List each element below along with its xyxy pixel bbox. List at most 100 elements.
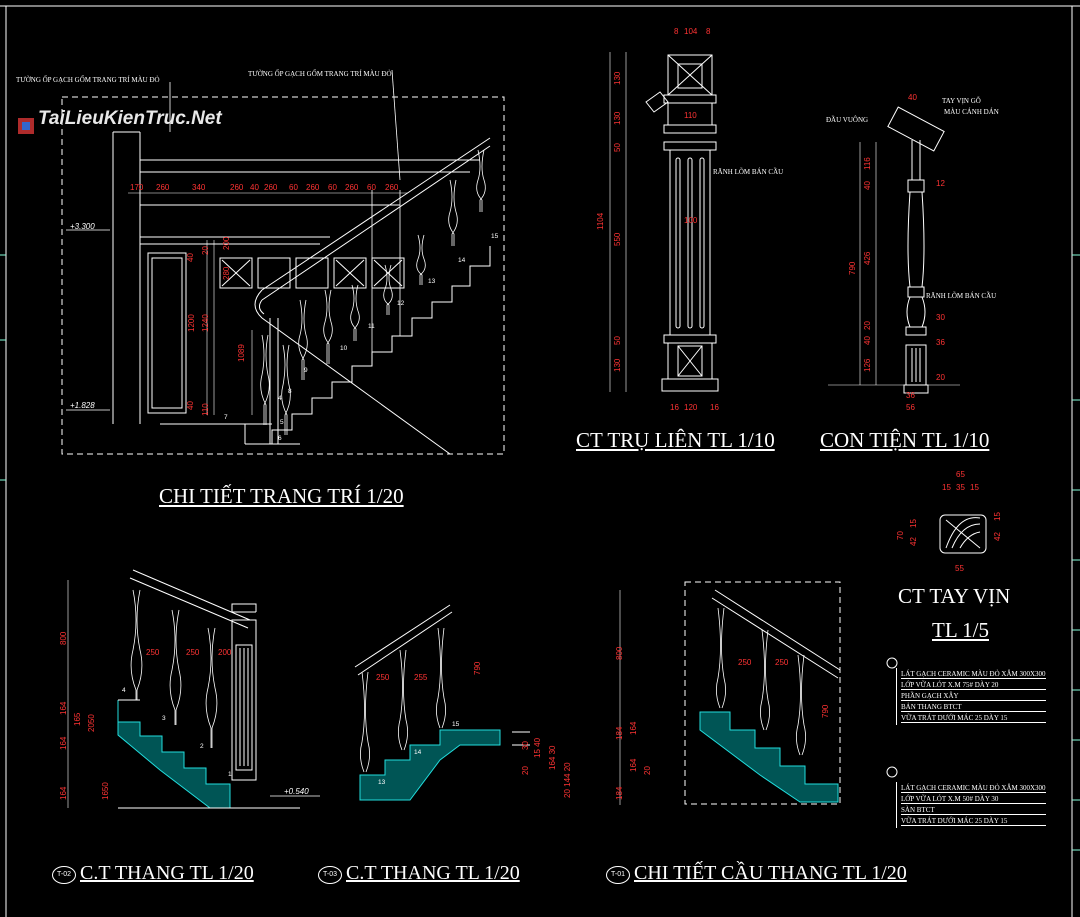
thang-section-2 — [354, 604, 530, 801]
svg-text:40: 40 — [863, 181, 872, 190]
svg-text:260: 260 — [156, 183, 170, 192]
groove-note-baluster: RÃNH LÕM BÁN CẦU — [926, 292, 997, 300]
svg-text:6: 6 — [278, 435, 282, 442]
svg-text:20 144 20: 20 144 20 — [563, 762, 572, 798]
legend-1-line: LÁT GẠCH CERAMIC MÀU ĐỎ XẪM 300X300 — [901, 670, 1046, 679]
svg-text:13: 13 — [428, 278, 436, 285]
svg-text:1089: 1089 — [237, 344, 246, 362]
svg-text:15 40: 15 40 — [533, 737, 542, 758]
svg-text:10: 10 — [340, 345, 348, 352]
svg-text:100: 100 — [684, 216, 698, 225]
legend-1-line: VỮA TRÁT DƯỚI MÁC 25 DÀY 15 — [901, 714, 1046, 723]
svg-text:14: 14 — [414, 749, 422, 756]
level-floor: +0.540 — [284, 787, 309, 796]
svg-text:164 30: 164 30 — [548, 745, 557, 770]
title-trang-tri: CHI TIẾT TRANG TRÍ 1/20 — [159, 484, 404, 508]
svg-text:15: 15 — [909, 519, 918, 528]
svg-text:260: 260 — [385, 183, 399, 192]
svg-text:1104: 1104 — [596, 212, 605, 230]
svg-text:15: 15 — [942, 483, 951, 492]
svg-text:30: 30 — [936, 313, 945, 322]
svg-text:36: 36 — [906, 391, 915, 400]
svg-text:50: 50 — [613, 143, 622, 152]
svg-text:260: 260 — [306, 183, 320, 192]
svg-text:36: 36 — [936, 338, 945, 347]
svg-text:250: 250 — [738, 658, 752, 667]
svg-text:1240: 1240 — [201, 314, 210, 332]
svg-text:40: 40 — [186, 253, 195, 262]
svg-text:200: 200 — [222, 236, 231, 250]
svg-text:116: 116 — [863, 157, 872, 170]
groove-note-pillar: RÃNH LÕM BÁN CẦU — [713, 168, 784, 176]
svg-text:15: 15 — [452, 721, 460, 728]
title-thang-1: C.T THANG TL 1/20 — [80, 862, 254, 884]
svg-text:40: 40 — [186, 401, 195, 410]
svg-text:8: 8 — [288, 388, 292, 395]
svg-text:60: 60 — [289, 183, 298, 192]
svg-text:9: 9 — [304, 367, 308, 374]
svg-text:790: 790 — [848, 261, 857, 275]
legend-2-line: SÀN BTCT — [901, 806, 1046, 815]
svg-text:20: 20 — [936, 373, 945, 382]
svg-text:42: 42 — [993, 532, 1002, 541]
svg-text:800: 800 — [59, 631, 68, 645]
legend-1-line: BẢN THANG BTCT — [901, 703, 1046, 712]
svg-text:20: 20 — [201, 246, 210, 255]
svg-text:800: 800 — [615, 646, 624, 660]
svg-text:14: 14 — [458, 257, 466, 264]
svg-text:16: 16 — [670, 403, 679, 412]
svg-text:16: 16 — [710, 403, 719, 412]
svg-text:550: 550 — [613, 232, 622, 246]
svg-text:4: 4 — [278, 395, 282, 402]
svg-text:15: 15 — [993, 512, 1002, 521]
thang-section-1 — [67, 569, 300, 809]
legend-2-line: LÁT GẠCH CERAMIC MÀU ĐỎ XẪM 300X300 — [901, 784, 1046, 793]
svg-text:164: 164 — [629, 758, 638, 772]
tru-lien-detail — [609, 52, 719, 392]
watermark-text: TaiLieuKienTruc.Net — [38, 108, 222, 129]
svg-text:12: 12 — [936, 179, 945, 188]
legend-1-line: LỚP VỮA LÓT X.M 75# DÀY 20 — [901, 681, 1046, 690]
svg-text:340: 340 — [192, 183, 206, 192]
svg-text:2: 2 — [200, 743, 204, 750]
svg-text:126: 126 — [863, 358, 872, 372]
level-lower: +1.828 — [70, 401, 95, 410]
svg-text:4: 4 — [122, 687, 126, 694]
svg-text:250: 250 — [376, 673, 390, 682]
legend-2-line: LỚP VỮA LÓT X.M 50# DÀY 30 — [901, 795, 1046, 804]
svg-text:164: 164 — [629, 721, 638, 735]
legend-1-marker-icon — [886, 657, 898, 669]
material-legend-1: LÁT GẠCH CERAMIC MÀU ĐỎ XẪM 300X300 LỚP … — [896, 668, 1050, 725]
svg-text:1650: 1650 — [101, 782, 110, 800]
svg-text:55: 55 — [955, 564, 964, 573]
wall-note-left: TƯỜNG ỐP GẠCH GỐM TRANG TRÍ MÀU ĐỎ — [16, 76, 160, 84]
svg-text:1200: 1200 — [187, 314, 196, 332]
svg-text:50: 50 — [613, 336, 622, 345]
svg-text:200: 200 — [218, 648, 232, 657]
svg-text:260: 260 — [264, 183, 278, 192]
title-tay-vin: CT TAY VỊN — [898, 584, 1011, 608]
svg-text:250: 250 — [775, 658, 789, 667]
svg-text:12: 12 — [397, 300, 405, 307]
svg-text:260: 260 — [230, 183, 244, 192]
watermark-logo-icon — [18, 118, 34, 134]
svg-text:255: 255 — [414, 673, 428, 682]
svg-text:1: 1 — [228, 771, 232, 778]
svg-text:20: 20 — [863, 321, 872, 330]
legend-1-line: PHẦN GẠCH XÂY — [901, 692, 1046, 701]
legend-2-line: VỮA TRÁT DƯỚI MÁC 25 DÀY 15 — [901, 817, 1046, 826]
material-legend-2: LÁT GẠCH CERAMIC MÀU ĐỎ XẪM 300X300 LỚP … — [896, 782, 1050, 828]
svg-text:130: 130 — [613, 111, 622, 125]
svg-text:20: 20 — [521, 766, 530, 775]
title-tay-vin-scale: TL 1/5 — [932, 618, 989, 642]
svg-text:184: 184 — [615, 786, 624, 800]
handrail-color-note: MÀU CÁNH DÁN — [944, 108, 999, 116]
svg-text:60: 60 — [328, 183, 337, 192]
svg-text:5: 5 — [280, 419, 284, 426]
svg-text:13: 13 — [378, 779, 386, 786]
svg-text:250: 250 — [186, 648, 200, 657]
svg-text:40: 40 — [908, 93, 917, 102]
